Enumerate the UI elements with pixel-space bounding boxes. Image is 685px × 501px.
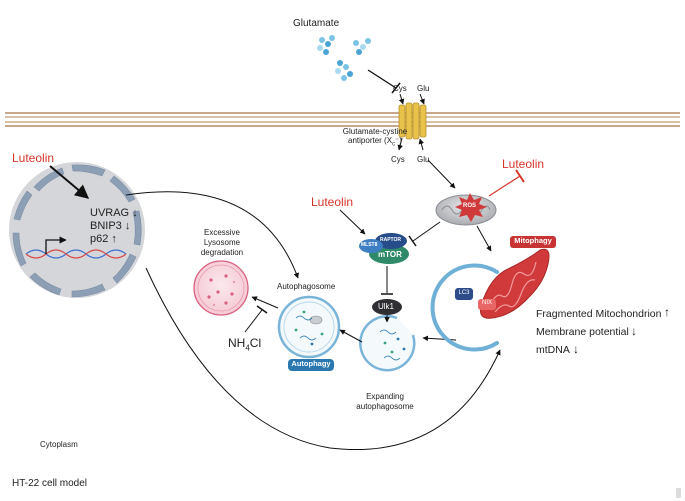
mtor-complex bbox=[359, 233, 409, 264]
antiporter-close: ⁻) bbox=[395, 136, 402, 146]
outcome-membrane: Membrane potential bbox=[536, 326, 629, 338]
nh4cl-label: NH4Cl bbox=[228, 336, 262, 353]
expanding-autophagosome-label: Expanding autophagosome bbox=[356, 392, 414, 411]
ros-label: ROS bbox=[463, 203, 477, 209]
outcome-mtdna: mtDNA bbox=[536, 344, 570, 356]
autophagy-badge bbox=[288, 359, 334, 371]
lysosome-icon bbox=[193, 260, 249, 316]
mlst8-label: MLST8 bbox=[361, 242, 378, 248]
outcome-membrane-arrow: ↓ bbox=[631, 324, 637, 338]
ros-burst-icon bbox=[455, 193, 487, 222]
antiporter-line1: Glutamate-cystine bbox=[342, 127, 408, 136]
glu-top-label: Glu bbox=[417, 84, 430, 93]
nucleus bbox=[9, 162, 145, 298]
luteolin-label-mtor: Luteolin bbox=[311, 195, 354, 209]
outcome-mtdna-arrow: ↓ bbox=[573, 342, 579, 356]
glutamate-inhibition bbox=[367, 69, 397, 89]
nix-label: NIX bbox=[481, 300, 492, 306]
cytoplasm-label: Cytoplasm bbox=[40, 440, 78, 449]
mtor-label: mTOR bbox=[378, 250, 402, 259]
cys-top-label: Cys bbox=[393, 84, 407, 93]
nix-badge bbox=[478, 299, 496, 310]
cell-membrane bbox=[5, 112, 680, 127]
lysosome-label: Excessive Lysosome degradation bbox=[200, 228, 244, 257]
antiporter-label: Glutamate-cystine antiporter (Xc⁻) bbox=[330, 127, 420, 149]
ulk1-label: Ulk1 bbox=[378, 302, 395, 311]
autophagosome-label: Autophagosome bbox=[277, 282, 336, 291]
autophagy-badge-text: Autophagy bbox=[291, 359, 331, 368]
outcome-fragmented-arrow: ↑ bbox=[664, 305, 670, 319]
gene-p62: p62 ↑ bbox=[90, 233, 117, 245]
ulk1-node bbox=[372, 299, 402, 315]
outcome-fragmented: Fragmented Mitochondrion bbox=[536, 308, 662, 320]
antiporter-line2: antiporter (X bbox=[348, 136, 393, 146]
nucleus-to-mitophagy-arrow bbox=[145, 267, 501, 451]
lc3-label: LC3 bbox=[458, 290, 470, 296]
phagophore-membrane bbox=[430, 263, 499, 352]
gene-bnip3: BNIP3 ↓ bbox=[90, 220, 131, 232]
lc3-badge bbox=[455, 288, 473, 300]
model-label: HT-22 cell model bbox=[12, 478, 88, 489]
mitophagy-badge bbox=[510, 236, 556, 248]
mitochondrion-icon bbox=[435, 193, 497, 226]
luteolin-label-ros: Luteolin bbox=[502, 157, 545, 171]
nucleus-to-autophagosome-arrow bbox=[125, 191, 299, 279]
glutamate-molecules bbox=[317, 35, 371, 81]
gene-uvrag: UVRAG ↓ bbox=[90, 207, 138, 219]
glutamate-label: Glutamate bbox=[293, 18, 340, 29]
mitophagy-badge-text: Mitophagy bbox=[514, 236, 552, 245]
raptor-label: RAPTOR bbox=[380, 237, 402, 243]
damaged-mitochondrion-icon bbox=[480, 248, 550, 319]
glu-bottom-label: Glu bbox=[417, 155, 430, 164]
antiporter-sub: c bbox=[392, 141, 396, 148]
nh4cl-inhibition bbox=[244, 309, 263, 333]
luteolin-label-nucleus: Luteolin bbox=[12, 151, 55, 165]
antiporter-icon bbox=[397, 93, 427, 151]
gene-list: UVRAG ↓ BNIP3 ↓ p62 ↑ bbox=[90, 207, 138, 246]
autophagosome-icon bbox=[277, 295, 341, 359]
cys-bottom-label: Cys bbox=[391, 155, 405, 164]
expanding-autophagosome-icon bbox=[359, 314, 416, 372]
